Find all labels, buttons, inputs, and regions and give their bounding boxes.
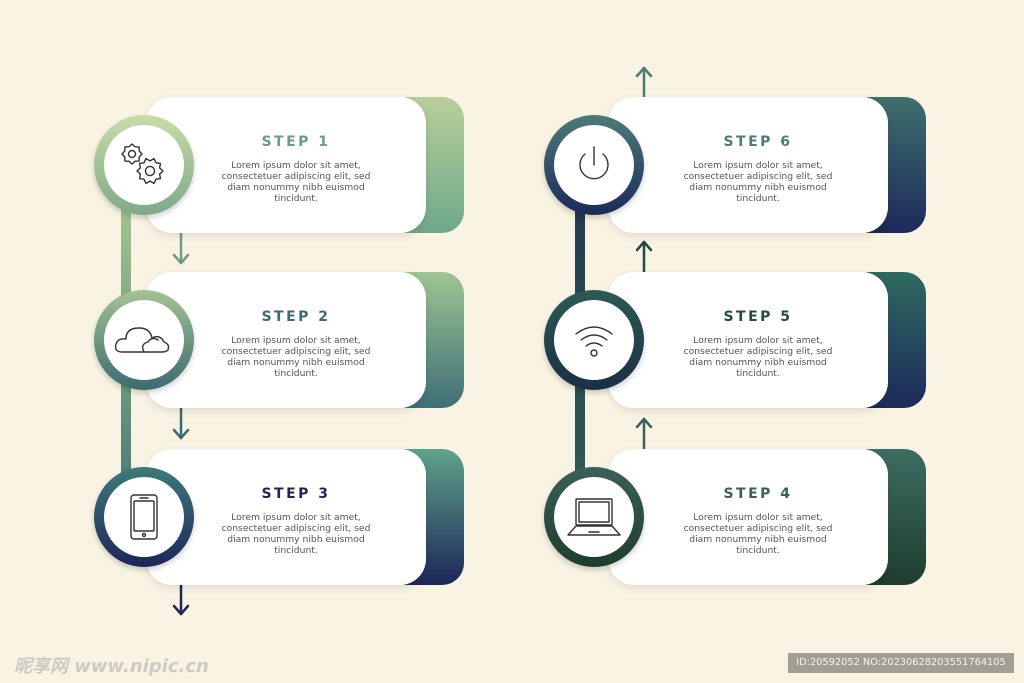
step-6-title: STEP 6	[723, 134, 793, 150]
step-1-title: STEP 1	[261, 134, 331, 150]
step-3-text-line: consectetuer adipiscing elit, sed	[221, 523, 371, 534]
step-6-icon-disc	[544, 115, 644, 215]
step-2-text-line: consectetuer adipiscing elit, sed	[221, 346, 371, 357]
step-5-text-line: tincidunt.	[736, 368, 780, 379]
step-2-arrow-down	[172, 428, 190, 440]
watermark-logo: 昵享网 www.nipic.cn	[14, 656, 209, 677]
laptop-icon	[567, 498, 621, 536]
step-6-text-line: consectetuer adipiscing elit, sed	[683, 171, 833, 182]
step-2-text-line: diam nonummy nibh euismod	[227, 357, 365, 368]
step-4-text-line: tincidunt.	[736, 545, 780, 556]
step-5-icon-disc	[544, 290, 644, 390]
step-2-icon-frame	[104, 300, 184, 380]
step-5-title: STEP 5	[723, 309, 793, 325]
step-3-arrow-down	[172, 604, 190, 616]
step-5-card	[608, 272, 888, 408]
step-1-text-line: tincidunt.	[274, 193, 318, 204]
step-1-text-line: diam nonummy nibh euismod	[227, 182, 365, 193]
step-5-text-line: diam nonummy nibh euismod	[689, 357, 827, 368]
step-6-icon-frame	[554, 125, 634, 205]
power-icon	[579, 146, 609, 180]
watermark-id: ID:20592052 NO:20230628203551764105	[788, 653, 1014, 673]
step-3-text-line: Lorem ipsum dolor sit amet,	[231, 512, 361, 523]
step-4-card	[608, 449, 888, 585]
step-5-text-line: consectetuer adipiscing elit, sed	[683, 346, 833, 357]
step-3-icon-frame	[104, 477, 184, 557]
step-6-arrow-up	[635, 66, 653, 78]
step-3-text-line: diam nonummy nibh euismod	[227, 534, 365, 545]
step-3-icon-disc	[94, 467, 194, 567]
step-4-text-line: Lorem ipsum dolor sit amet,	[693, 512, 823, 523]
step-6-card	[608, 97, 888, 233]
step-1-arrow-down	[172, 253, 190, 265]
step-2-title: STEP 2	[261, 309, 331, 325]
step-1-icon-frame	[104, 125, 184, 205]
step-1-text-line: Lorem ipsum dolor sit amet,	[231, 160, 361, 171]
step-4-text-line: diam nonummy nibh euismod	[689, 534, 827, 545]
smartphone-icon	[130, 494, 158, 540]
step-4-text-line: consectetuer adipiscing elit, sed	[683, 523, 833, 534]
step-4-icon-frame	[554, 477, 634, 557]
step-2-text-line: Lorem ipsum dolor sit amet,	[231, 335, 361, 346]
wifi-icon	[575, 326, 613, 357]
step-6-text-line: Lorem ipsum dolor sit amet,	[693, 160, 823, 171]
step-5-arrow-up	[635, 240, 653, 252]
step-5-icon-frame	[554, 300, 634, 380]
step-3-title: STEP 3	[261, 486, 331, 502]
step-6-text-line: tincidunt.	[736, 193, 780, 204]
step-4-arrow-up	[635, 417, 653, 429]
step-4-icon-disc	[544, 467, 644, 567]
cloud-icon	[114, 327, 170, 353]
step-5-text-line: Lorem ipsum dolor sit amet,	[693, 335, 823, 346]
step-2-icon-disc	[94, 290, 194, 390]
step-4-title: STEP 4	[723, 486, 793, 502]
step-1-text-line: consectetuer adipiscing elit, sed	[221, 171, 371, 182]
step-1-icon-disc	[94, 115, 194, 215]
step-2-text-line: tincidunt.	[274, 368, 318, 379]
gears-icon	[121, 143, 164, 185]
step-6-text-line: diam nonummy nibh euismod	[689, 182, 827, 193]
step-3-text-line: tincidunt.	[274, 545, 318, 556]
